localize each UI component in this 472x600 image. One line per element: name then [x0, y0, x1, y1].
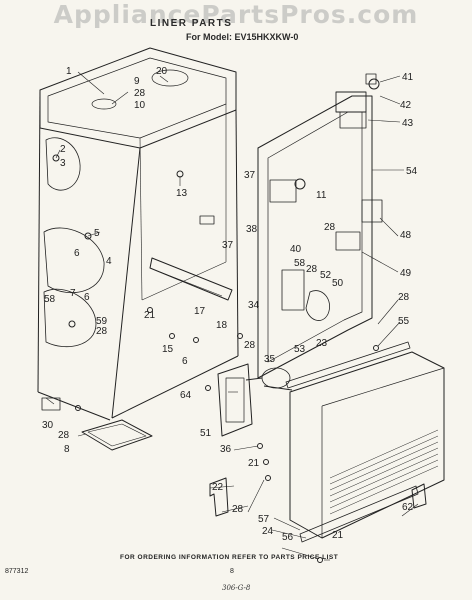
callout-43: 43	[402, 118, 414, 129]
callout-36: 36	[220, 444, 232, 455]
watermark: AppliancePartsPros.com	[53, 0, 419, 29]
callout-50: 50	[332, 278, 344, 289]
callout-28: 28	[232, 504, 244, 515]
callout-23: 23	[316, 338, 328, 349]
callout-labels: 1 20 9 28 10 2 3 13 41 42 43 54 37 11 38…	[42, 66, 418, 543]
callout-2: 2	[60, 144, 66, 155]
callout-48: 48	[400, 230, 412, 241]
callout-18: 18	[216, 320, 228, 331]
callout-20: 20	[156, 66, 168, 77]
callout-4: 4	[106, 256, 112, 267]
handwritten-note: 306-G-8	[222, 584, 251, 592]
callout-22: 22	[212, 482, 224, 493]
callout-24: 24	[262, 526, 274, 537]
callout-7: 7	[70, 288, 76, 299]
callout-62: 62	[402, 502, 414, 513]
callout-8: 8	[64, 444, 70, 455]
callout-56: 56	[282, 532, 294, 543]
callout-28: 28	[58, 430, 70, 441]
callout-55: 55	[398, 316, 410, 327]
callout-58: 58	[44, 294, 56, 305]
callout-28: 28	[96, 326, 108, 337]
callout-11: 11	[316, 190, 327, 201]
model-number: For Model: EV15HKXKW-0	[186, 32, 299, 42]
callout-28: 28	[324, 222, 336, 233]
callout-52: 52	[320, 270, 332, 281]
callout-41: 41	[402, 72, 414, 83]
callout-10: 10	[134, 100, 146, 111]
callout-58: 58	[294, 258, 306, 269]
callout-9: 9	[134, 76, 140, 87]
callout-37: 37	[222, 240, 234, 251]
callout-53: 53	[294, 344, 306, 355]
page-heading: LINER PARTS	[150, 18, 233, 29]
callout-6: 6	[84, 292, 90, 303]
grille-panel	[245, 341, 445, 543]
callout-54: 54	[406, 166, 418, 177]
liner-back-panel	[257, 73, 383, 379]
loose-parts	[41, 154, 427, 563]
callout-37: 37	[244, 170, 256, 181]
callout-42: 42	[400, 100, 412, 111]
callout-49: 49	[400, 268, 412, 279]
liner-box	[37, 47, 239, 421]
callout-28: 28	[244, 340, 256, 351]
leader-lines	[45, 71, 419, 561]
callout-1: 1	[66, 66, 72, 77]
callout-28: 28	[306, 264, 318, 275]
callout-6: 6	[182, 356, 188, 367]
ordering-note: FOR ORDERING INFORMATION REFER TO PARTS …	[120, 554, 339, 561]
callout-6: 6	[74, 248, 80, 259]
callout-38: 38	[246, 224, 258, 235]
callout-57: 57	[258, 514, 270, 525]
callout-21: 21	[248, 458, 260, 469]
document-code: 877312	[5, 568, 29, 575]
callout-28: 28	[398, 292, 410, 303]
callout-21: 21	[144, 310, 156, 321]
callout-15: 15	[162, 344, 174, 355]
callout-64: 64	[180, 390, 192, 401]
callout-40: 40	[290, 244, 302, 255]
callout-30: 30	[42, 420, 54, 431]
callout-21: 21	[332, 530, 344, 541]
callout-13: 13	[176, 188, 188, 199]
callout-3: 3	[60, 158, 66, 169]
callout-34: 34	[248, 300, 260, 311]
page-number: 8	[230, 568, 234, 575]
callout-59: 59	[96, 316, 108, 327]
callout-28: 28	[134, 88, 146, 99]
callout-17: 17	[194, 306, 206, 317]
callout-5: 5	[94, 228, 100, 239]
callout-51: 51	[200, 428, 212, 439]
callout-35: 35	[264, 354, 276, 365]
